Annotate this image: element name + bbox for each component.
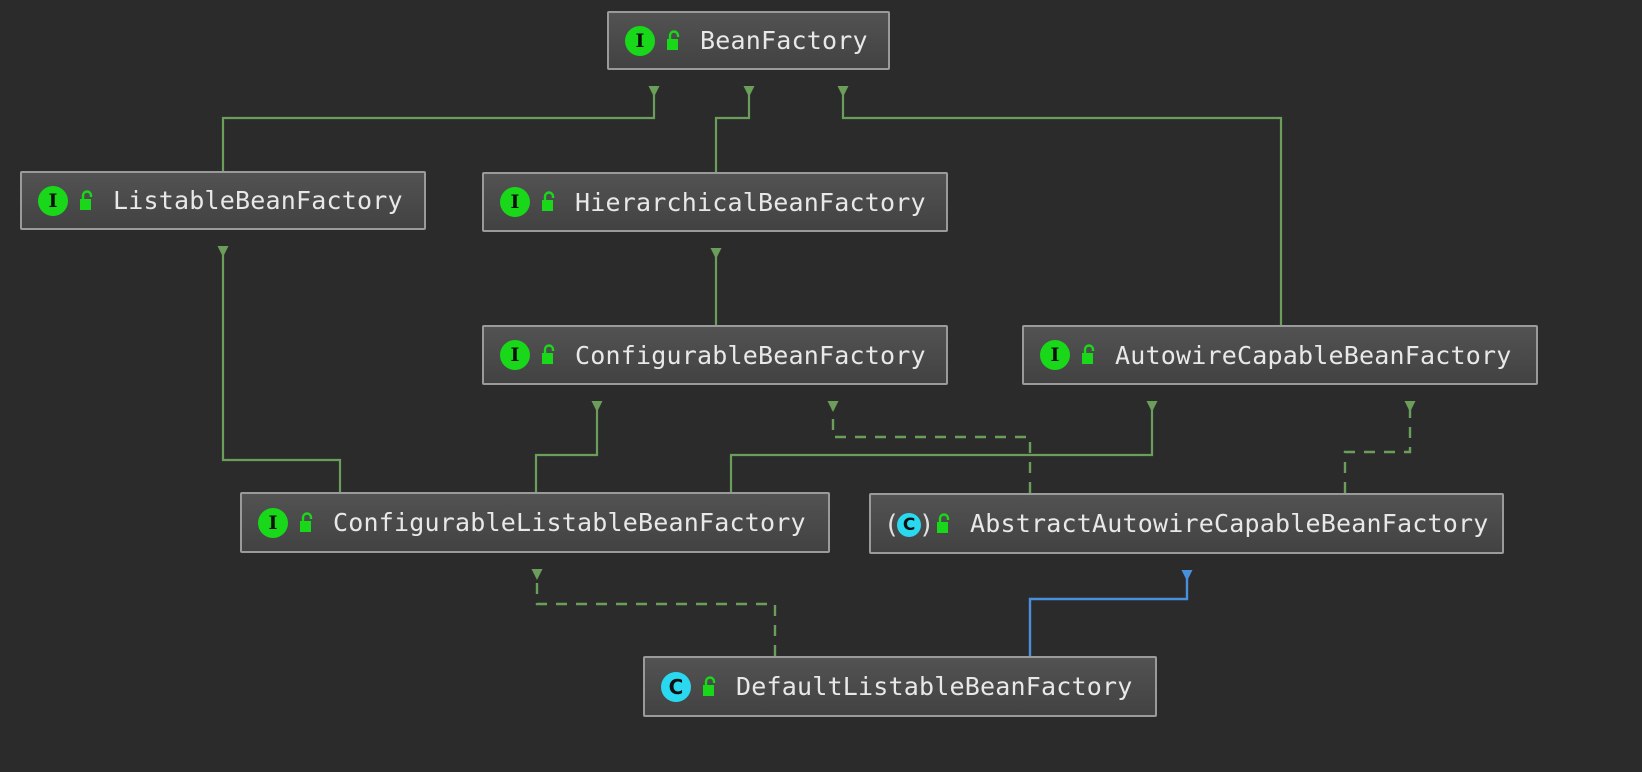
- class-node-label: AbstractAutowireCapableBeanFactory: [970, 509, 1489, 538]
- node-icon-group: I: [625, 25, 686, 56]
- class-node-defaultlistablebeanfactory[interactable]: C DefaultListableBeanFactory: [643, 656, 1157, 717]
- unlock-icon: [934, 512, 956, 536]
- interface-icon: I: [38, 185, 68, 216]
- class-node-beanfactory[interactable]: I BeanFactory: [607, 11, 890, 70]
- class-node-listablebeanfactory[interactable]: I ListableBeanFactory: [20, 171, 426, 230]
- interface-icon: I: [258, 507, 288, 538]
- interface-icon: I: [625, 25, 655, 56]
- edge-abstractautowire-to-autowirecapable: [1343, 401, 1416, 493]
- class-node-label: HierarchicalBeanFactory: [575, 187, 926, 217]
- node-icon-group: C: [661, 671, 722, 702]
- class-node-label: BeanFactory: [700, 26, 868, 55]
- class-node-label: ListableBeanFactory: [113, 186, 403, 215]
- unlock-icon: [539, 343, 561, 367]
- unlock-icon: [700, 675, 722, 699]
- class-node-configurablelistablebeanfactory[interactable]: I ConfigurableListableBeanFactory: [240, 492, 830, 553]
- unlock-icon: [1079, 343, 1101, 367]
- edge-default-to-abstractautowire: [1028, 570, 1193, 656]
- edge-configurablelistable-to-listable: [217, 246, 342, 492]
- edge-configurablelistable-to-autowirecapable: [729, 401, 1158, 492]
- class-icon: C: [661, 671, 691, 702]
- class-node-hierarchicalbeanfactory[interactable]: I HierarchicalBeanFactory: [482, 172, 948, 232]
- unlock-icon: [539, 190, 561, 214]
- abstract-class-icon: (C): [887, 509, 932, 540]
- unlock-icon: [664, 29, 686, 53]
- class-node-autowirecapablebeanfactory[interactable]: I AutowireCapableBeanFactory: [1022, 325, 1538, 385]
- edge-abstractautowire-to-configurable: [827, 401, 1032, 493]
- node-icon-group: I: [258, 507, 319, 538]
- interface-icon: I: [1040, 340, 1070, 370]
- edge-default-to-configurablelistable: [531, 569, 777, 656]
- interface-icon: I: [500, 187, 530, 217]
- class-node-label: ConfigurableListableBeanFactory: [333, 508, 806, 537]
- class-node-abstractautowirecapablebeanfactory[interactable]: (C) AbstractAutowireCapableBeanFactory: [869, 493, 1504, 554]
- node-icon-group: I: [500, 187, 561, 217]
- edge-configurablelistable-to-configurable: [534, 401, 603, 492]
- class-node-label: DefaultListableBeanFactory: [736, 672, 1133, 701]
- node-icon-group: (C): [887, 509, 956, 540]
- class-node-label: AutowireCapableBeanFactory: [1115, 340, 1512, 370]
- node-icon-group: I: [500, 340, 561, 370]
- unlock-icon: [77, 189, 99, 213]
- node-icon-group: I: [1040, 340, 1101, 370]
- unlock-icon: [297, 511, 319, 535]
- edge-listable-to-beanfactory: [221, 86, 660, 171]
- node-icon-group: I: [38, 185, 99, 216]
- edge-hierarchical-to-beanfactory: [714, 86, 755, 172]
- class-node-configurablebeanfactory[interactable]: I ConfigurableBeanFactory: [482, 325, 948, 385]
- interface-icon: I: [500, 340, 530, 370]
- class-node-label: ConfigurableBeanFactory: [575, 340, 926, 370]
